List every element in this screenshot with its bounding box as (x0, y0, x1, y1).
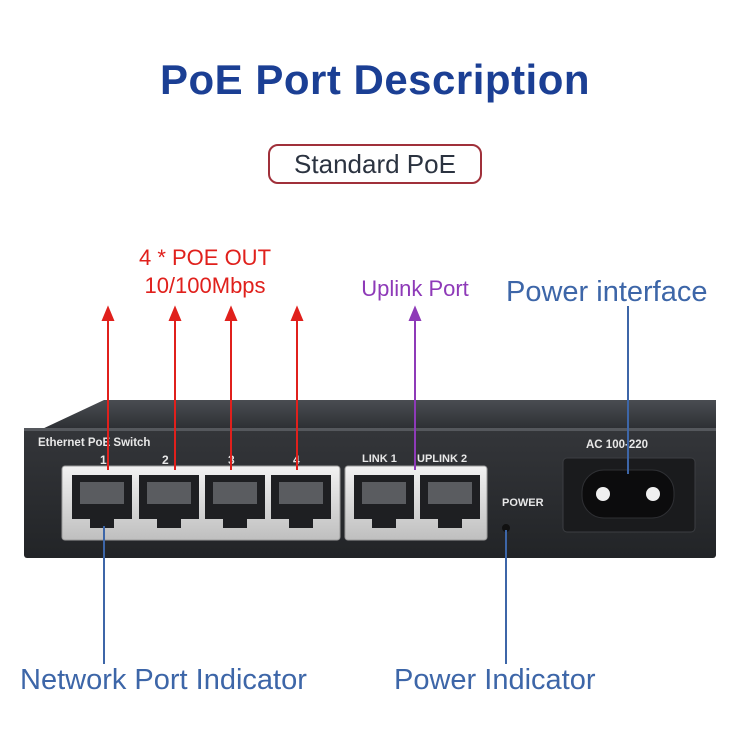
network-port-indicator-label: Network Port Indicator (20, 664, 307, 696)
power-interface-label: Power interface (506, 276, 708, 308)
poe-speed-label: 10/100Mbps (144, 273, 266, 298)
poe-arrows (101, 305, 304, 470)
brand-label: Ethernet PoE Switch (38, 437, 150, 449)
poe-out-label: 4 * POE OUT (138, 245, 272, 270)
power-label: POWER (502, 497, 544, 509)
chassis-top (40, 400, 716, 430)
rj45-port-2 (139, 475, 199, 528)
port-number: 1 (100, 453, 107, 467)
uplink-arrow (408, 305, 422, 470)
port-number: 2 (162, 453, 169, 467)
power-indicator-label: Power Indicator (394, 664, 596, 696)
uplink-port-number: UPLINK 2 (417, 453, 467, 465)
ac-label: AC 100-220 (586, 439, 648, 451)
page-title: PoE Port Description (159, 56, 591, 103)
rj45-uplink-1 (354, 475, 414, 528)
rj45-port-4 (271, 475, 331, 528)
uplink-port-label: Uplink Port (361, 276, 469, 301)
uplink-port-number: LINK 1 (362, 453, 397, 465)
rj45-uplink-2 (420, 475, 480, 528)
power-led (502, 524, 510, 532)
rj45-port-3 (205, 475, 265, 528)
rj45-port-1 (72, 475, 132, 528)
ac-socket (581, 469, 675, 519)
standard-poe-badge: Standard PoE (268, 144, 482, 184)
